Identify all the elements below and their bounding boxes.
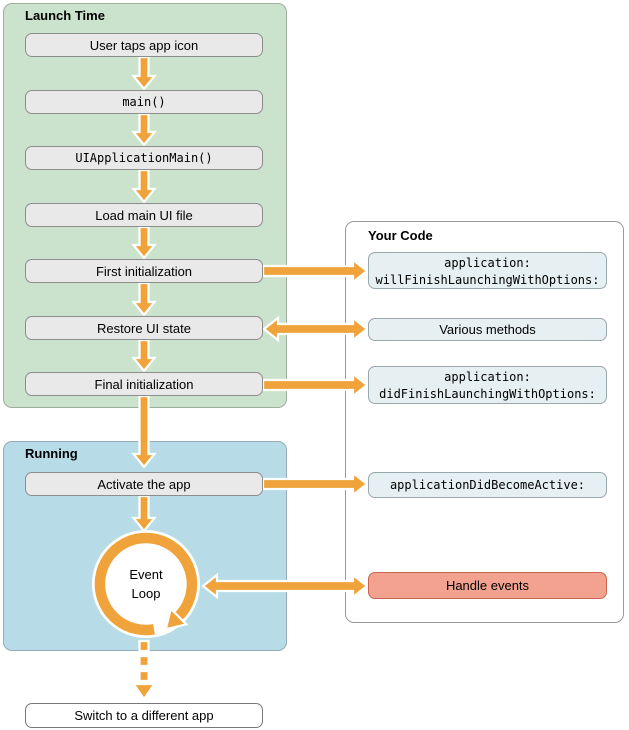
running-title: Running bbox=[25, 446, 78, 461]
your-code-title: Your Code bbox=[368, 228, 433, 243]
node-switch-to-different-app: Switch to a different app bbox=[25, 703, 263, 728]
launch-time-title: Launch Time bbox=[25, 8, 105, 23]
event-loop-label: Event Loop bbox=[129, 567, 163, 601]
node-will-finish-launching: application: willFinishLaunchingWithOpti… bbox=[368, 252, 607, 289]
node-various-methods: Various methods bbox=[368, 318, 607, 341]
node-main: main() bbox=[25, 90, 263, 114]
node-load-main-ui-file: Load main UI file bbox=[25, 203, 263, 227]
node-activate-the-app: Activate the app bbox=[25, 472, 263, 496]
node-final-initialization: Final initialization bbox=[25, 372, 263, 396]
node-did-become-active: applicationDidBecomeActive: bbox=[368, 472, 607, 498]
node-handle-events: Handle events bbox=[368, 572, 607, 599]
node-uiapplicationmain: UIApplicationMain() bbox=[25, 146, 263, 170]
node-did-finish-launching: application: didFinishLaunchingWithOptio… bbox=[368, 366, 607, 404]
node-restore-ui-state: Restore UI state bbox=[25, 316, 263, 340]
node-user-taps-app-icon: User taps app icon bbox=[25, 33, 263, 57]
node-first-initialization: First initialization bbox=[25, 259, 263, 283]
